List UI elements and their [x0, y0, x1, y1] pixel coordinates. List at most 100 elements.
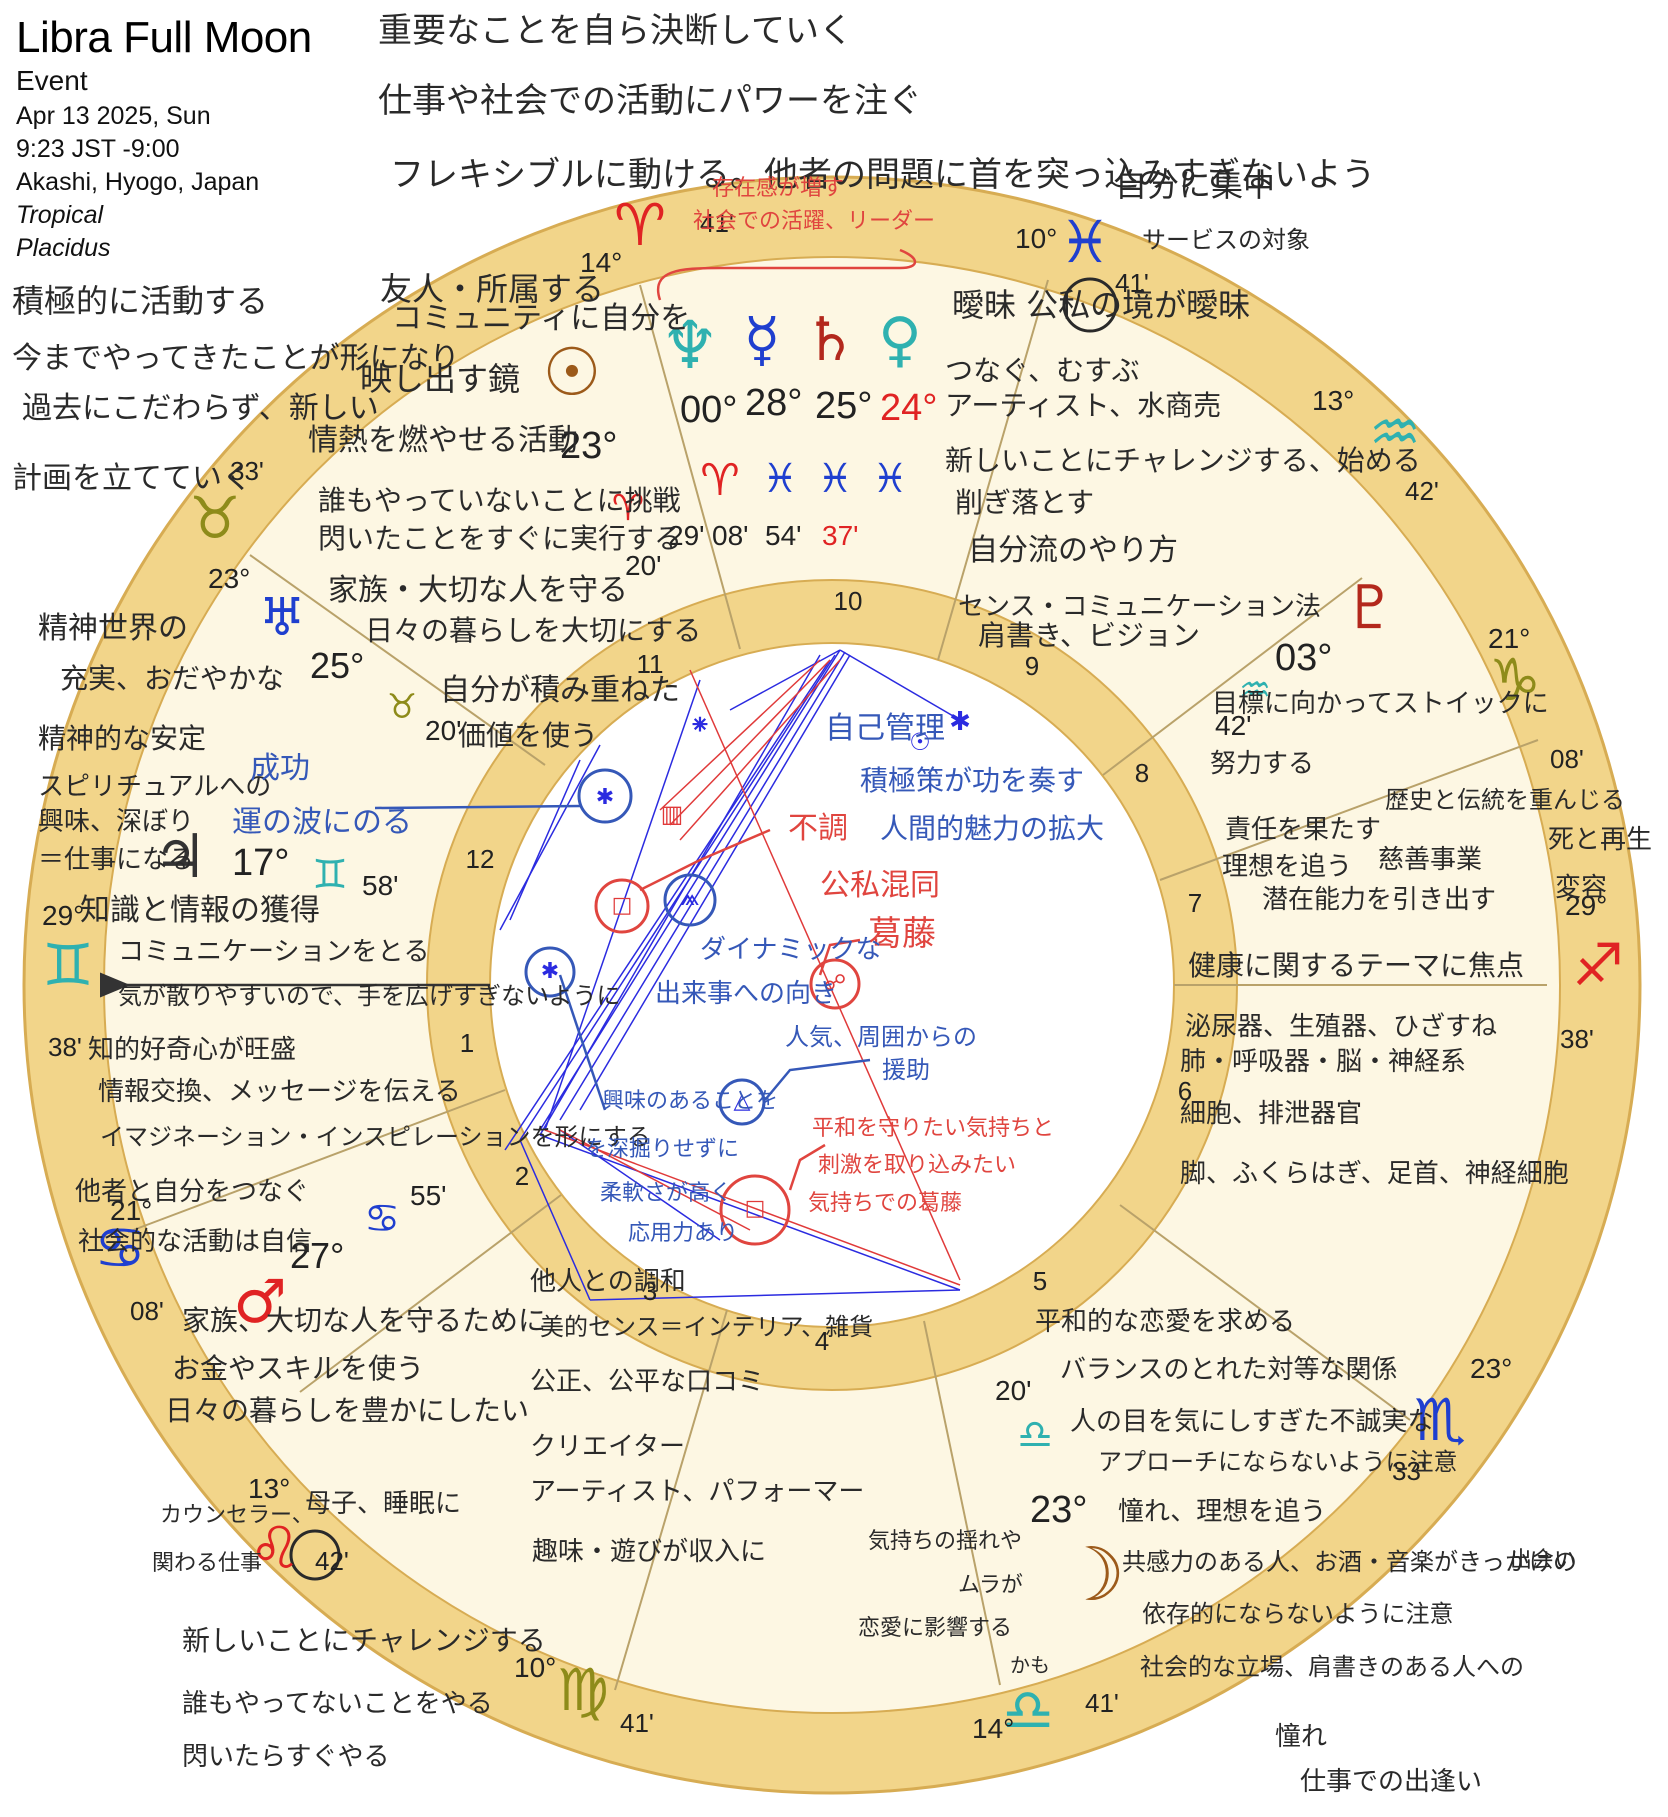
handwritten-note: スピリチュアルへの — [38, 772, 271, 802]
handwritten-note: 他人との調和 — [530, 1267, 686, 1297]
cusp-minute: 41' — [700, 208, 734, 238]
handwritten-note: 気持ちでの葛藤 — [808, 1191, 962, 1216]
planet-sun-degree: 23° — [560, 425, 617, 467]
pluto-icon: ♇ — [1343, 573, 1397, 643]
cusp-degree: 23° — [208, 563, 250, 594]
handwritten-note: 誰もやってないことをやる — [182, 1689, 493, 1719]
handwritten-note: 葛藤 — [868, 914, 936, 954]
cusp-minute: 38' — [1560, 1024, 1594, 1054]
handwritten-note: 努力する — [1210, 749, 1314, 779]
annotation-circles — [289, 277, 1118, 1581]
planet-pluto-minute: 42' — [1215, 710, 1252, 741]
sun-icon: ☉ — [542, 334, 601, 411]
handwritten-note: つなぐ、むすぶ — [945, 354, 1140, 387]
handwritten-note: 精神的な安定 — [38, 722, 206, 755]
planet-sign-taurus-icon: ♉ — [387, 687, 417, 727]
handwritten-note: 日々の暮らしを豊かにしたい — [165, 1394, 529, 1427]
planet-sign-pisces-icon: ♓ — [817, 456, 853, 502]
cusp-degree: 13° — [1312, 385, 1354, 416]
handwritten-note: 映し出す鏡 — [360, 360, 520, 398]
handwritten-note: アーティスト、パフォーマー — [530, 1477, 864, 1507]
cusp-degree: 23° — [1470, 1353, 1512, 1384]
planet-mercury-minute: 08' — [712, 520, 749, 551]
handwritten-note: 美的センス＝インテリア、雑貨 — [540, 1313, 873, 1341]
handwritten-note: 仕事や社会での活動にパワーを注ぐ — [378, 81, 922, 121]
handwritten-note: 自己管理 — [825, 711, 945, 746]
uranus-icon: ♅ — [259, 588, 306, 648]
cusp-degree: 14° — [580, 247, 622, 278]
cusp-minute: 08' — [1550, 744, 1584, 774]
handwritten-note: ムラが — [958, 1573, 1023, 1598]
neptune-icon: ♆ — [660, 307, 719, 384]
handwritten-note: ダイナミックな — [700, 935, 881, 965]
aspect-lines — [499, 649, 961, 1301]
handwritten-note: 責任を果たす — [1225, 815, 1381, 845]
planet-saturn-degree: 25° — [815, 385, 872, 427]
cusp-degree: 21° — [1488, 623, 1530, 654]
handwritten-note: 今までやってきたことが形になり — [12, 341, 460, 376]
handwritten-note: 不調 — [788, 811, 848, 846]
handwritten-note: 社会的な活動は自信 — [78, 1227, 312, 1257]
planet-saturn-minute: 54' — [765, 520, 802, 551]
planet-venus-minute: 37' — [822, 520, 859, 551]
handwritten-note: 過去にこだわらず、新しい — [22, 391, 379, 426]
handwritten-note: 新しいことにチャレンジする — [182, 1624, 546, 1657]
cusp-degree: 14° — [972, 1713, 1014, 1744]
house-number: 7 — [1188, 888, 1202, 918]
planet-sign-aries-icon: ♈ — [612, 488, 644, 529]
handwritten-note: 出来事への向き — [655, 979, 837, 1009]
handwritten-note: 脚、ふくらはぎ、足首、神経細胞 — [1180, 1159, 1569, 1189]
venus-icon: ♀ — [878, 305, 922, 375]
planet-uranus-degree: 25° — [310, 645, 364, 686]
handwritten-note: 人気、周囲からの — [785, 1023, 977, 1051]
chart-title: Libra Full Moon — [16, 13, 312, 62]
handwritten-note: 憧れ、理想を追う — [1118, 1497, 1326, 1527]
house-number: 10 — [834, 586, 863, 616]
handwritten-note: 興味のあることを — [602, 1089, 778, 1114]
handwritten-note: カウンセラー、 — [160, 1503, 314, 1528]
handwritten-note: 関わる仕事 — [152, 1551, 262, 1576]
aspect-sextile-icon: ✱ — [949, 707, 971, 737]
handwritten-note: 家族、大切な人を守るために — [182, 1304, 546, 1337]
chart-header: Libra Full Moon Event Apr 13 2025, Sun 9… — [16, 14, 312, 265]
aspect-square-icon: ▥ — [661, 800, 684, 828]
aspect-square-icon: □ — [745, 1196, 766, 1221]
aspect-glyphs: ⁕ ✱ ▥ ⩕ ☉ ✱ □ ✱ ☍ △ □ — [541, 707, 971, 1221]
planet-moon-degree: 23° — [1030, 1489, 1087, 1531]
event-place: Akashi, Hyogo, Japan — [16, 168, 260, 196]
planet-uranus-minute: 20' — [425, 715, 462, 746]
handwritten-note: 運の波にのる — [232, 805, 412, 840]
aspect-trine-icon: ⩕ — [681, 883, 700, 911]
cusp-degree: 10° — [1015, 223, 1057, 254]
event-time: 9:23 JST -9:00 — [16, 135, 180, 163]
handwritten-note: 肩書き、ビジョン — [978, 619, 1200, 652]
handwritten-note: アーティスト、水商売 — [945, 389, 1221, 422]
handwritten-note: 公私混同 — [820, 868, 940, 903]
handwritten-note: コミュニケーションをとる — [118, 937, 429, 967]
cusp-degree: 21° — [110, 1195, 152, 1226]
planet-jupiter-minute: 58' — [362, 870, 399, 901]
cancer-icon: ♋ — [94, 1214, 146, 1282]
handwritten-note: 理想を追う — [1222, 852, 1352, 882]
handwritten-note: 目標に向かってストイックに — [1212, 689, 1549, 719]
handwritten-note: 自分が積み重ねた — [440, 673, 680, 708]
planet-moon-minute: 20' — [995, 1375, 1032, 1406]
handwritten-note: 健康に関するテーマに焦点 — [1188, 949, 1524, 982]
handwritten-note: 泌尿器、生殖器、ひざすね — [1185, 1012, 1497, 1042]
cusp-degree: 10° — [514, 1652, 556, 1683]
aspect-sun-icon: ☉ — [909, 728, 931, 756]
handwritten-note: 充実、おだやかな — [60, 662, 284, 695]
handwritten-note: 平和を守りたい気持ちと — [812, 1116, 1054, 1141]
aspect-trine-icon: △ — [734, 1089, 751, 1114]
house-number: 12 — [466, 844, 495, 874]
planet-venus-degree: 24° — [880, 387, 937, 429]
planet-pluto-degree: 03° — [1275, 637, 1332, 679]
handwritten-note: 興味、深ぼり — [38, 807, 194, 837]
planet-jupiter-degree: 17° — [232, 842, 289, 884]
handwritten-note: 曖昧 公私の境が曖昧 — [952, 286, 1250, 324]
pisces-icon: ♓ — [1059, 208, 1111, 276]
planet-neptune-degree: 00° — [680, 389, 737, 431]
handwritten-note: 仕事での出逢い — [1300, 1767, 1482, 1797]
handwritten-note: 知識と情報の獲得 — [80, 893, 320, 928]
handwritten-note: 他者と自分をつなぐ — [75, 1177, 309, 1207]
